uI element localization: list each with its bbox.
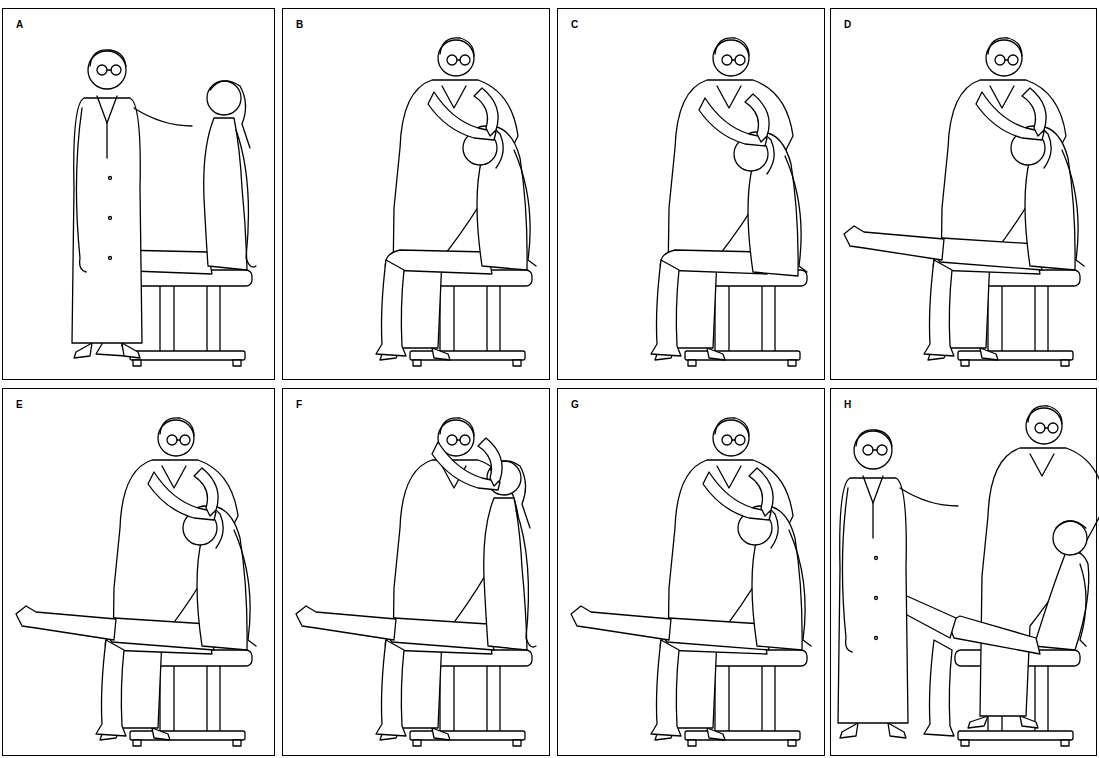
panel-frame: B — [282, 8, 550, 380]
panel-letter: D — [843, 19, 852, 30]
panel-frame: F — [282, 388, 550, 756]
panel-letter: B — [295, 19, 304, 30]
panel-frame: A — [2, 8, 275, 380]
panel-letter: A — [15, 19, 24, 30]
panel-letter: C — [570, 19, 579, 30]
panel-frame: D — [830, 8, 1097, 380]
panel-letter: H — [843, 399, 852, 410]
panel-letter: E — [15, 399, 24, 410]
panel-frame: E — [2, 388, 275, 756]
panel-letter: G — [570, 399, 580, 410]
panel-frame: G — [557, 388, 825, 756]
panel-frame: H — [830, 388, 1097, 756]
panel-frame: C — [557, 8, 825, 380]
panel-letter: F — [295, 399, 303, 410]
